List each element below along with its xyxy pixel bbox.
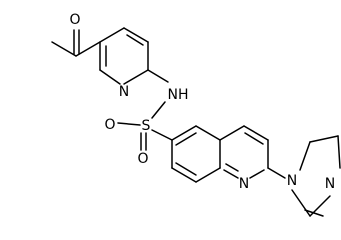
quinoline-pyridine-ring: [219, 125, 269, 179]
atom-label-sulfonyl-oxygen-bottom: O: [137, 151, 148, 167]
bond-py-4: [123, 69, 149, 85]
bond-qr-4: [249, 169, 265, 179]
bond-qr-1: [219, 125, 245, 141]
bond-qr-2-inner: [244, 132, 264, 145]
bond-q-5: [171, 167, 197, 183]
bond-pz-2: [309, 135, 339, 143]
atom-label-carbonyl-oxygen: O: [69, 12, 80, 28]
bond-ring-nh: [147, 69, 169, 83]
bond-pz-1: [299, 141, 311, 171]
atom-label-piperazine-nitrogen-4: N: [325, 176, 335, 192]
bond-s-quinoline: [151, 129, 173, 141]
bond-s-o-left: [117, 122, 141, 126]
bond-pz-3: [337, 135, 341, 169]
bond-qr-piperazine: [267, 167, 286, 179]
bond-py-1: [99, 27, 125, 43]
bond-qr-2: [243, 125, 269, 141]
bond-carbonyl-ring: [75, 41, 101, 57]
methylpiperazine-ring: [267, 135, 341, 217]
bond-py-2: [123, 27, 149, 43]
bond-q-1: [171, 125, 197, 141]
pyridine-ring: [99, 27, 149, 85]
bond-nh-s: [151, 101, 166, 119]
bond-q-2: [195, 125, 221, 141]
sulfonamide-linker: [117, 69, 173, 151]
bond-q-5-inner: [175, 162, 197, 176]
atom-label-sulfonyl-oxygen-left: O: [104, 117, 115, 133]
acetyl-group: [51, 29, 101, 57]
bond-q-1-inner: [175, 132, 197, 146]
atom-label-quinoline-nitrogen: N: [239, 176, 249, 192]
atom-label-sulfur: S: [142, 118, 151, 134]
bond-py-2-inner: [126, 34, 144, 46]
bond-q-4: [195, 167, 221, 183]
bond-py-5: [99, 69, 121, 85]
bond-pz-5: [291, 189, 311, 217]
atom-label-amide-nh: NH: [168, 87, 189, 103]
bond-methyl-carbonyl: [51, 41, 77, 57]
structure-diagram: O N NH S O O N N N: [51, 12, 341, 217]
bond-qr-5: [223, 169, 239, 179]
atom-label-pyridine-nitrogen: N: [119, 84, 129, 100]
bond-n-methyl: [304, 209, 324, 217]
quinoline-benzo-ring: [171, 125, 221, 183]
bond-qr-5-inner: [225, 163, 239, 172]
molecule-drawing: O N NH S O O N N N: [51, 12, 341, 217]
atom-label-piperazine-nitrogen-1: N: [287, 173, 297, 189]
